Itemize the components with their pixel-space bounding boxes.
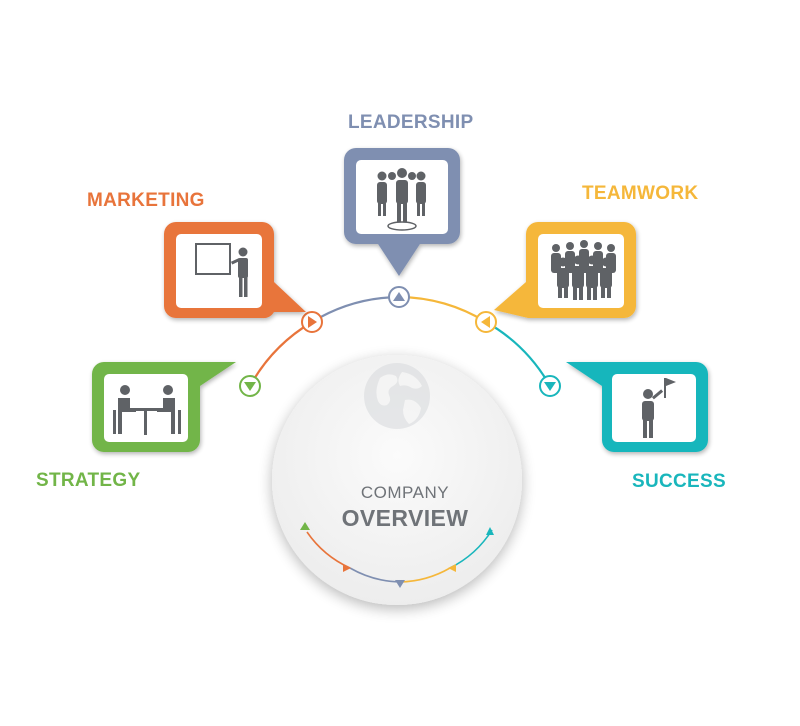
center-title-line1: COMPANY bbox=[360, 483, 450, 502]
arc-leadership-teamwork bbox=[398, 295, 487, 323]
triangle-down-icon bbox=[395, 580, 405, 588]
triangle-up-icon bbox=[300, 522, 310, 530]
inner-arc bbox=[300, 522, 494, 588]
triangle-right-icon bbox=[343, 564, 351, 572]
label-strategy: STRATEGY bbox=[36, 470, 141, 491]
arc-marketing-leadership bbox=[311, 295, 400, 323]
arc-strategy-marketing bbox=[249, 321, 313, 387]
marker-strategy bbox=[239, 375, 261, 397]
arc-markers bbox=[239, 286, 561, 397]
triangle-down-icon bbox=[244, 382, 256, 391]
marker-leadership bbox=[388, 286, 410, 308]
marker-teamwork bbox=[475, 311, 497, 333]
label-marketing: MARKETING bbox=[87, 190, 205, 211]
center-disc bbox=[272, 355, 522, 605]
triangle-right-icon bbox=[308, 316, 317, 328]
node-marketing bbox=[164, 222, 306, 319]
label-success: SUCCESS bbox=[632, 471, 726, 492]
globe-icon bbox=[364, 363, 430, 429]
label-leadership: LEADERSHIP bbox=[348, 112, 474, 133]
marker-marketing bbox=[301, 311, 323, 333]
crowd-icon bbox=[551, 240, 616, 300]
label-teamwork: TEAMWORK bbox=[582, 183, 699, 204]
node-leadership bbox=[344, 148, 460, 276]
marker-success bbox=[539, 375, 561, 397]
triangle-up-icon bbox=[486, 527, 494, 535]
group-on-target-icon bbox=[377, 168, 426, 231]
triangle-down-icon bbox=[544, 382, 556, 391]
meeting-at-table-icon bbox=[113, 385, 181, 435]
node-success bbox=[566, 362, 708, 452]
triangle-up-icon bbox=[393, 292, 405, 301]
triangle-left-icon bbox=[448, 564, 456, 572]
center-title-line2: OVERVIEW bbox=[341, 505, 469, 531]
node-teamwork bbox=[494, 222, 636, 318]
presenter-at-board-icon bbox=[195, 243, 248, 297]
person-with-flag-icon bbox=[642, 378, 676, 438]
triangle-left-icon bbox=[481, 316, 490, 328]
node-strategy bbox=[92, 362, 236, 452]
arc-teamwork-success bbox=[485, 321, 551, 387]
